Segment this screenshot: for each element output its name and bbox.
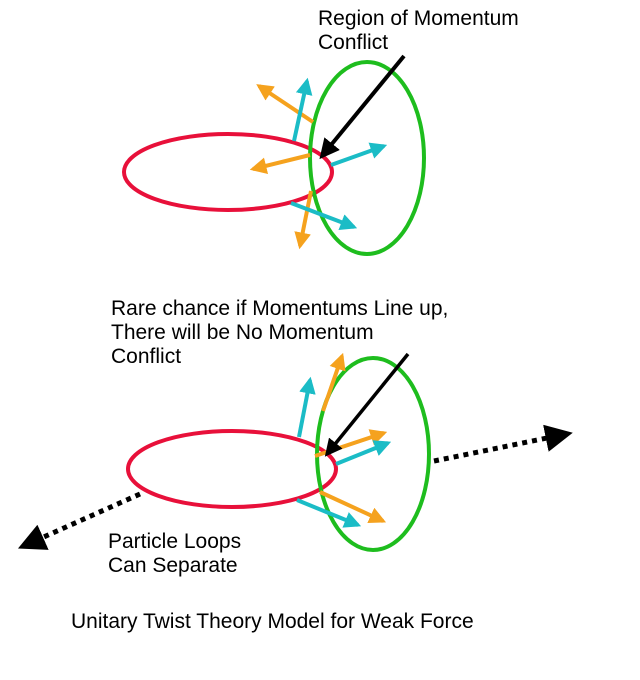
green-particle-loop: [315, 356, 431, 552]
annotation-line: Particle Loops: [108, 530, 242, 553]
teal-momentum-arrow: [290, 201, 358, 231]
diagram-title: Unitary Twist Theory Model for Weak Forc…: [71, 610, 474, 633]
teal-momentum-arrow: [292, 77, 313, 142]
red-particle-loop: [126, 429, 338, 509]
annotation-line: There will be No Momentum: [111, 321, 374, 344]
teal-momentum-arrow: [297, 376, 316, 438]
orange-momentum-arrow: [249, 153, 311, 174]
orange-momentum-arrow: [256, 84, 315, 124]
orange-momentum-arrow: [319, 490, 387, 524]
green-particle-loop: [308, 60, 426, 256]
annotation-line: Conflict: [318, 31, 389, 54]
pointer-arrow-icon: [324, 352, 410, 457]
teal-momentum-arrow: [330, 142, 388, 167]
teal-momentum-arrow: [296, 498, 362, 528]
annotation-line: Can Separate: [108, 554, 238, 577]
panel-aligned: [17, 352, 573, 552]
panel-conflict: [122, 54, 426, 256]
conflict-annotation: Region of Momentum Conflict: [318, 7, 519, 55]
orange-momentum-arrow: [314, 429, 388, 458]
red-particle-loop: [122, 132, 334, 212]
separation-annotation: Particle Loops Can Separate: [108, 530, 241, 578]
annotation-line: Rare chance if Momentums Line up,: [111, 297, 449, 320]
teal-momentum-arrow: [335, 440, 392, 466]
orange-momentum-arrow: [294, 190, 313, 250]
pointer-arrow-icon: [319, 54, 406, 160]
annotation-line: Conflict: [111, 345, 182, 368]
annotation-line: Region of Momentum: [318, 7, 519, 30]
separation-dotted-arrow-icon: [433, 424, 573, 464]
aligned-annotation: Rare chance if Momentums Line up, There …: [111, 297, 448, 369]
orange-momentum-arrow: [321, 352, 346, 412]
separation-dotted-arrow-icon: [17, 491, 142, 550]
